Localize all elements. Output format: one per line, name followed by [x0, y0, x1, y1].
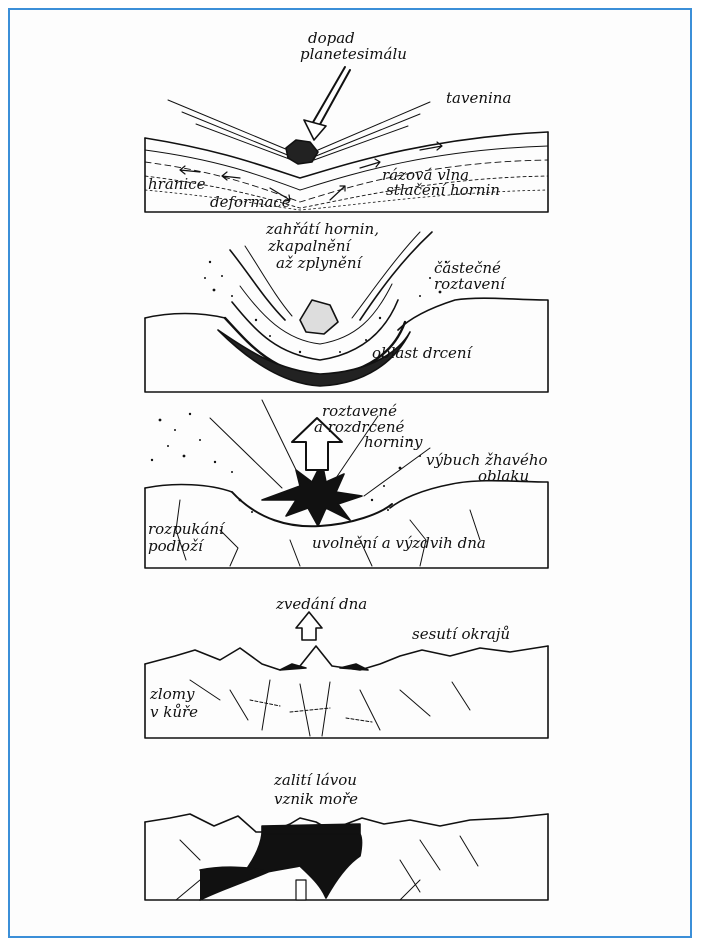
label-sesuti-okraju: sesutí okrajů — [412, 626, 510, 642]
label-zkapalneni: zkapalnění — [268, 238, 350, 254]
label-zahrati-hornin: zahřátí hornin, — [266, 221, 379, 237]
stage-flooding-drawing — [145, 814, 548, 900]
label-stlaceni-hornin: stlačení hornin — [386, 182, 500, 198]
label-roztavene: roztavené — [322, 403, 397, 419]
label-oblast-drceni: oblast drcení — [372, 345, 471, 361]
label-uvolneni-vyzdvih: uvolnění a výzdvih dna — [312, 535, 486, 551]
label-horniny: horniny — [364, 434, 422, 450]
label-zaliti-lavou: zalití lávou — [274, 772, 357, 788]
label-castecne: částečné — [434, 260, 501, 276]
label-tavenina: tavenina — [446, 90, 511, 106]
label-az-zplyneni: až zplynění — [276, 255, 361, 271]
label-oblaku: oblaku — [478, 468, 529, 484]
label-rozpukani: rozpukání — [148, 521, 224, 537]
label-vznik-more: vznik moře — [274, 791, 358, 807]
label-zvedani-dna: zvedání dna — [276, 596, 367, 612]
label-dopad: dopad — [308, 30, 355, 46]
label-v-kure: v kůře — [150, 704, 198, 720]
label-podlozi: podloží — [148, 538, 203, 554]
label-hranice: hranice — [148, 176, 206, 192]
label-deformace: deformace — [210, 194, 291, 210]
label-roztaveni: roztavení — [434, 276, 505, 292]
label-planetesimalu: planetesimálu — [300, 46, 407, 62]
label-vybuch-zhaveho: výbuch žhavého — [426, 452, 548, 468]
label-zlomy: zlomy — [150, 686, 194, 702]
